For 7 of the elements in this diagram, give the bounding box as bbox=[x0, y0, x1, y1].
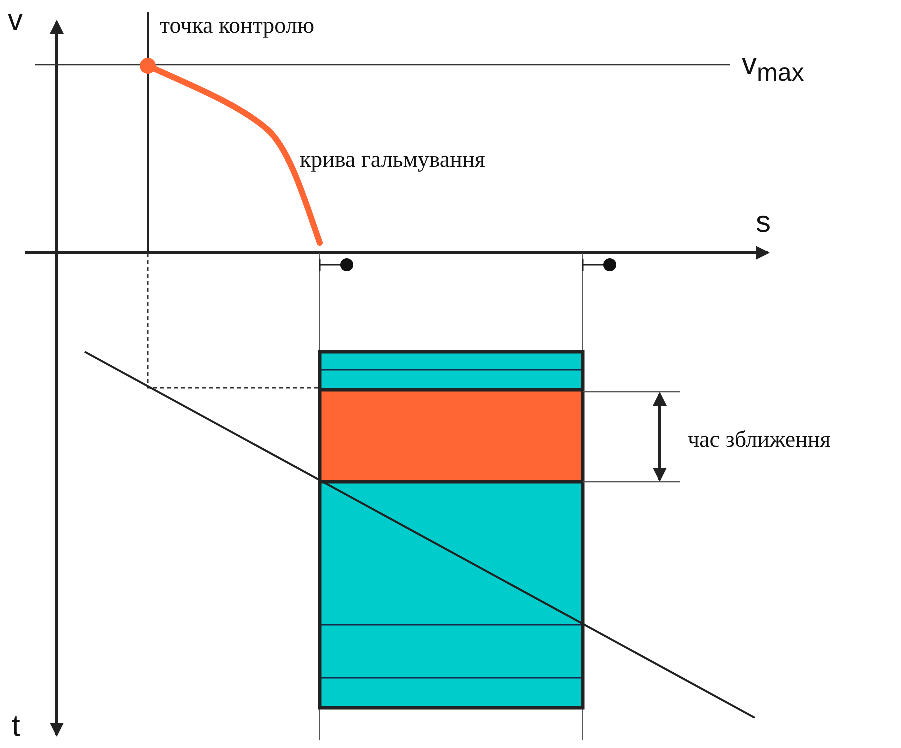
annotation-text: крива гальмування bbox=[300, 148, 486, 171]
axis-label: v$_{max}$ bbox=[742, 50, 804, 86]
axis-label: v bbox=[8, 6, 23, 36]
annotation-text: точка контролю bbox=[160, 14, 315, 37]
annotation-text: час зближення bbox=[688, 428, 831, 451]
axis-label: t bbox=[12, 712, 20, 742]
axis-label: s bbox=[756, 208, 771, 238]
